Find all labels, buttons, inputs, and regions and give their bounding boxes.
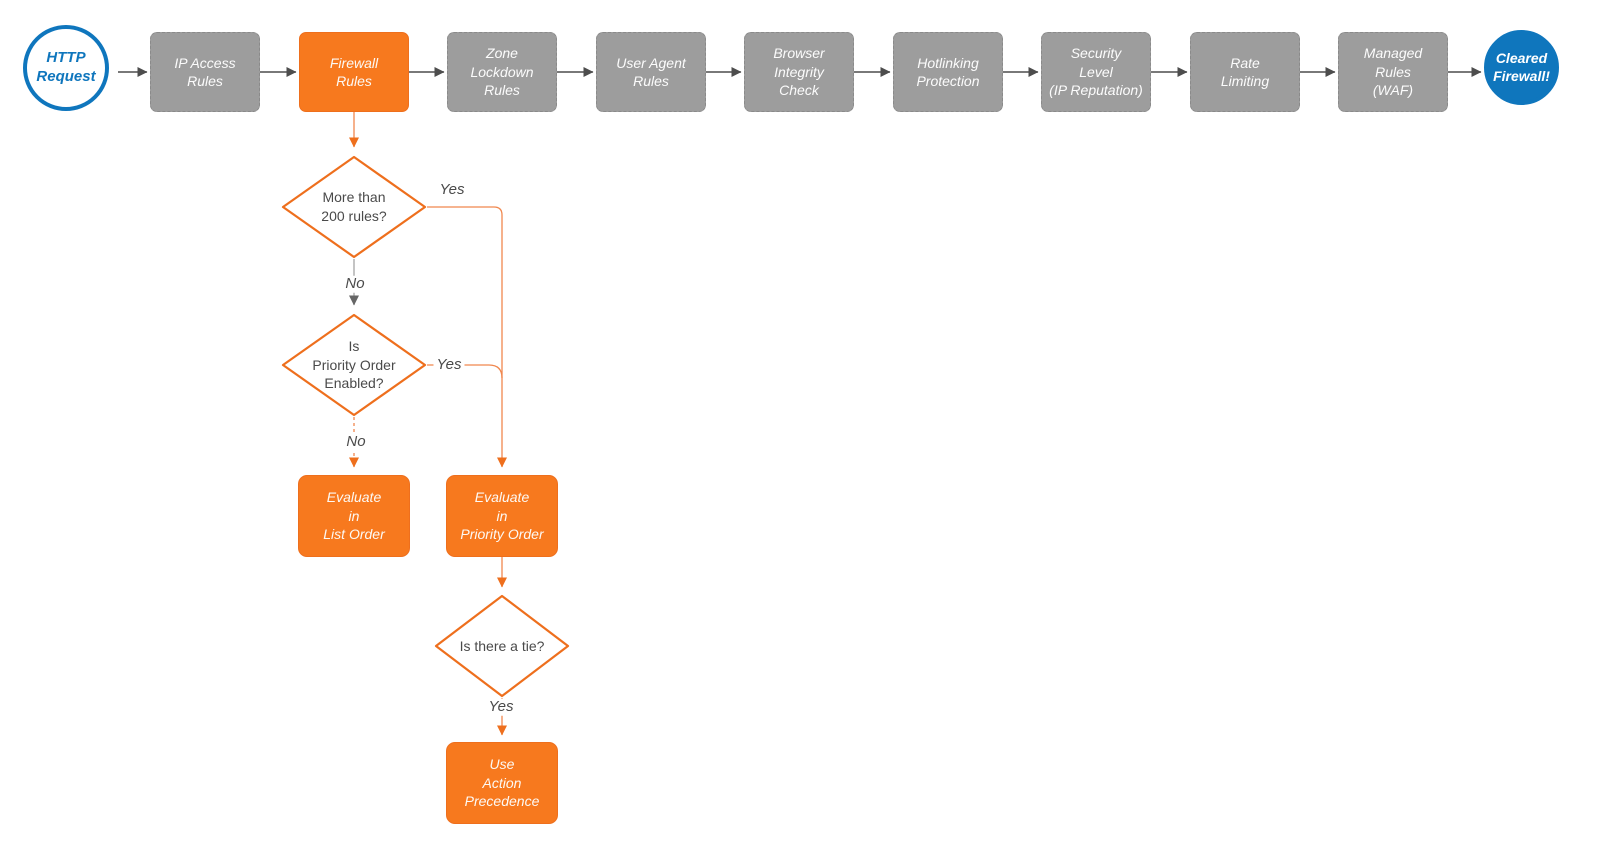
node-label: Browser Integrity Check [773,45,825,99]
edge-label-yes-priority: Yes [433,356,465,374]
decision-priority-order-enabled: Is Priority Order Enabled? [281,313,427,417]
decision-is-there-a-tie: Is there a tie? [434,594,570,698]
node-zone-lockdown-rules: Zone Lockdown Rules [447,32,557,112]
arrow-yes-200-to-priority-order [427,206,507,468]
node-label: Cleared Firewall! [1493,50,1550,84]
node-http-request: HTTP Request [23,25,109,111]
node-label: Use Action Precedence [464,755,540,810]
diamond-shape [281,313,427,417]
node-label: Security Level (IP Reputation) [1049,45,1143,99]
node-evaluate-in-list-order: Evaluate in List Order [298,475,410,557]
node-label: Rate Limiting [1220,54,1270,89]
node-use-action-precedence: Use Action Precedence [446,742,558,824]
edge-label-no-200: No [342,275,368,293]
decision-label: More than 200 rules? [321,189,387,224]
decision-label: Is there a tie? [459,637,545,654]
node-firewall-rules: Firewall Rules [299,32,409,112]
node-label: Evaluate in Priority Order [460,488,544,543]
diamond-shape [281,155,427,259]
edge-label-yes-tie: Yes [485,698,517,716]
diamond-shape [434,594,570,698]
node-label: Managed Rules (WAF) [1363,45,1423,99]
node-rate-limiting: Rate Limiting [1190,32,1300,112]
node-cleared-firewall: Cleared Firewall! [1484,30,1559,105]
node-security-level: Security Level (IP Reputation) [1041,32,1151,112]
node-evaluate-in-priority-order: Evaluate in Priority Order [446,475,558,557]
node-hotlinking-protection: Hotlinking Protection [893,32,1003,112]
edge-label-yes-200: Yes [439,180,465,198]
node-label: HTTP Request [36,49,96,85]
node-label: IP Access Rules [174,54,236,89]
node-browser-integrity-check: Browser Integrity Check [744,32,854,112]
node-label: Firewall Rules [329,54,379,89]
node-label: User Agent Rules [616,54,686,89]
decision-label: Is Priority Order Enabled? [312,337,396,392]
node-label: Hotlinking Protection [916,54,980,89]
node-managed-rules-waf: Managed Rules (WAF) [1338,32,1448,112]
arrow-yes-priority-join [427,364,503,379]
node-label: Evaluate in List Order [323,488,385,543]
node-ip-access-rules: IP Access Rules [150,32,260,112]
decision-more-than-200-rules: More than 200 rules? [281,155,427,259]
node-user-agent-rules: User Agent Rules [596,32,706,112]
node-label: Zone Lockdown Rules [470,45,534,99]
edge-label-no-priority: No [343,433,369,451]
